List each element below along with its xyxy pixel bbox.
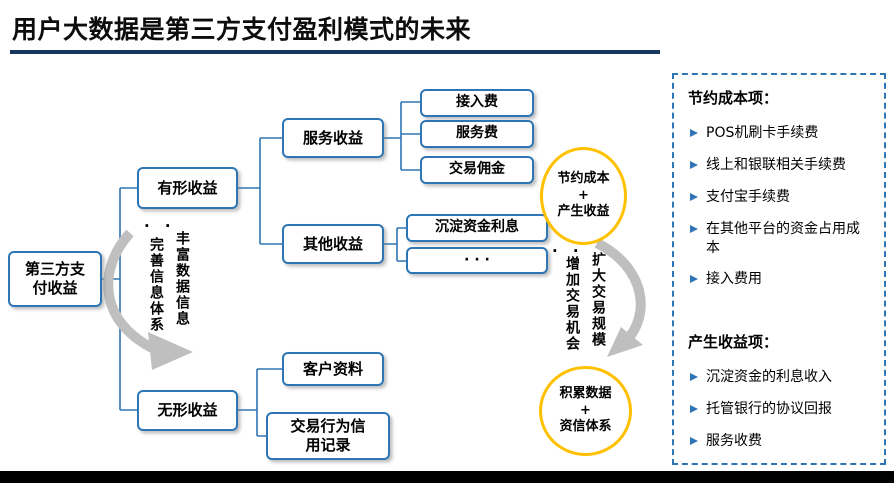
node-more-ellipsis: · · ·: [406, 247, 548, 274]
page-title: 用户大数据是第三方支付盈利模式的未来: [12, 15, 472, 44]
arrow-bullet-icon: [690, 437, 698, 446]
list-item: 托管银行的协议回报: [688, 400, 870, 419]
dots-middle: · ·: [552, 242, 584, 260]
left-curved-arrow-head: [148, 332, 193, 370]
node-service-revenue: 服务收益: [282, 118, 384, 158]
node-access-fee: 接入费: [420, 89, 534, 117]
list-item: 服务收费: [688, 432, 870, 451]
list-item-text: 线上和银联相关手续费: [706, 156, 846, 173]
panel-heading-cost-savings: 节约成本项：: [688, 89, 779, 107]
left-curved-arrow: [103, 229, 155, 353]
vertical-label-expand-transaction-scale: 扩大交易规模: [590, 252, 606, 348]
list-item-text: 沉淀资金的利息收入: [706, 369, 832, 386]
right-curved-arrow: [594, 238, 646, 345]
list-item: 支付宝手续费: [688, 188, 870, 207]
list-item-text: POS机刷卡手续费: [706, 125, 819, 141]
list-item: 线上和银联相关手续费: [688, 156, 870, 175]
list-item: 接入费用: [688, 270, 870, 289]
list-item-text: 接入费用: [706, 271, 762, 288]
node-other-revenue: 其他收益: [282, 224, 384, 264]
arrow-bullet-icon: [690, 275, 698, 284]
title-underline: [10, 50, 660, 54]
arrow-bullet-icon: [690, 160, 698, 169]
node-customer-data: 客户资料: [282, 352, 384, 386]
side-panel: 节约成本项： POS机刷卡手续费 线上和银联相关手续费 支付宝手续费 在其他平台…: [672, 73, 886, 465]
list-item: 在其他平台的资金占用成本: [688, 220, 870, 258]
list-item-text: 在其他平台的资金占用成本: [706, 220, 860, 256]
node-third-party-payment-revenue: 第三方支 付收益: [8, 251, 102, 307]
node-deposit-interest: 沉淀资金利息: [406, 214, 548, 242]
arrow-bullet-icon: [690, 129, 698, 137]
node-credit-record: 交易行为信 用记录: [266, 412, 390, 460]
arrow-bullet-icon: [690, 192, 698, 201]
list-item-text: 支付宝手续费: [706, 188, 790, 205]
vertical-label-increase-transaction-chances: 增加交易机会: [564, 256, 580, 352]
bottom-bar: [0, 471, 894, 483]
list-item: 沉淀资金的利息收入: [688, 368, 870, 387]
vertical-label-improve-info-system: 完善信息体系: [148, 237, 164, 333]
node-service-fee: 服务费: [420, 120, 534, 148]
ellipse-accumulate-data-credit-system: 积累数据 + 资信体系: [539, 366, 632, 456]
arrow-bullet-icon: [690, 224, 698, 233]
node-intangible-revenue: 无形收益: [137, 390, 238, 431]
list-item-text: 托管银行的协议回报: [706, 401, 832, 418]
list-item-text: 服务收费: [706, 433, 762, 450]
node-transaction-commission: 交易佣金: [420, 156, 534, 184]
arrow-bullet-icon: [690, 373, 698, 382]
right-curved-arrow-head: [607, 327, 643, 357]
ellipse-save-cost-generate-income: 节约成本 + 产生收益: [540, 147, 627, 245]
panel-heading-income-generation: 产生收益项：: [688, 333, 779, 352]
list-item: POS机刷卡手续费: [688, 124, 870, 143]
node-tangible-revenue: 有形收益: [137, 167, 238, 209]
vertical-label-enrich-data-info: 丰富数据信息: [174, 231, 190, 327]
dots-left: · ·: [144, 217, 176, 235]
arrow-bullet-icon: [690, 405, 698, 414]
